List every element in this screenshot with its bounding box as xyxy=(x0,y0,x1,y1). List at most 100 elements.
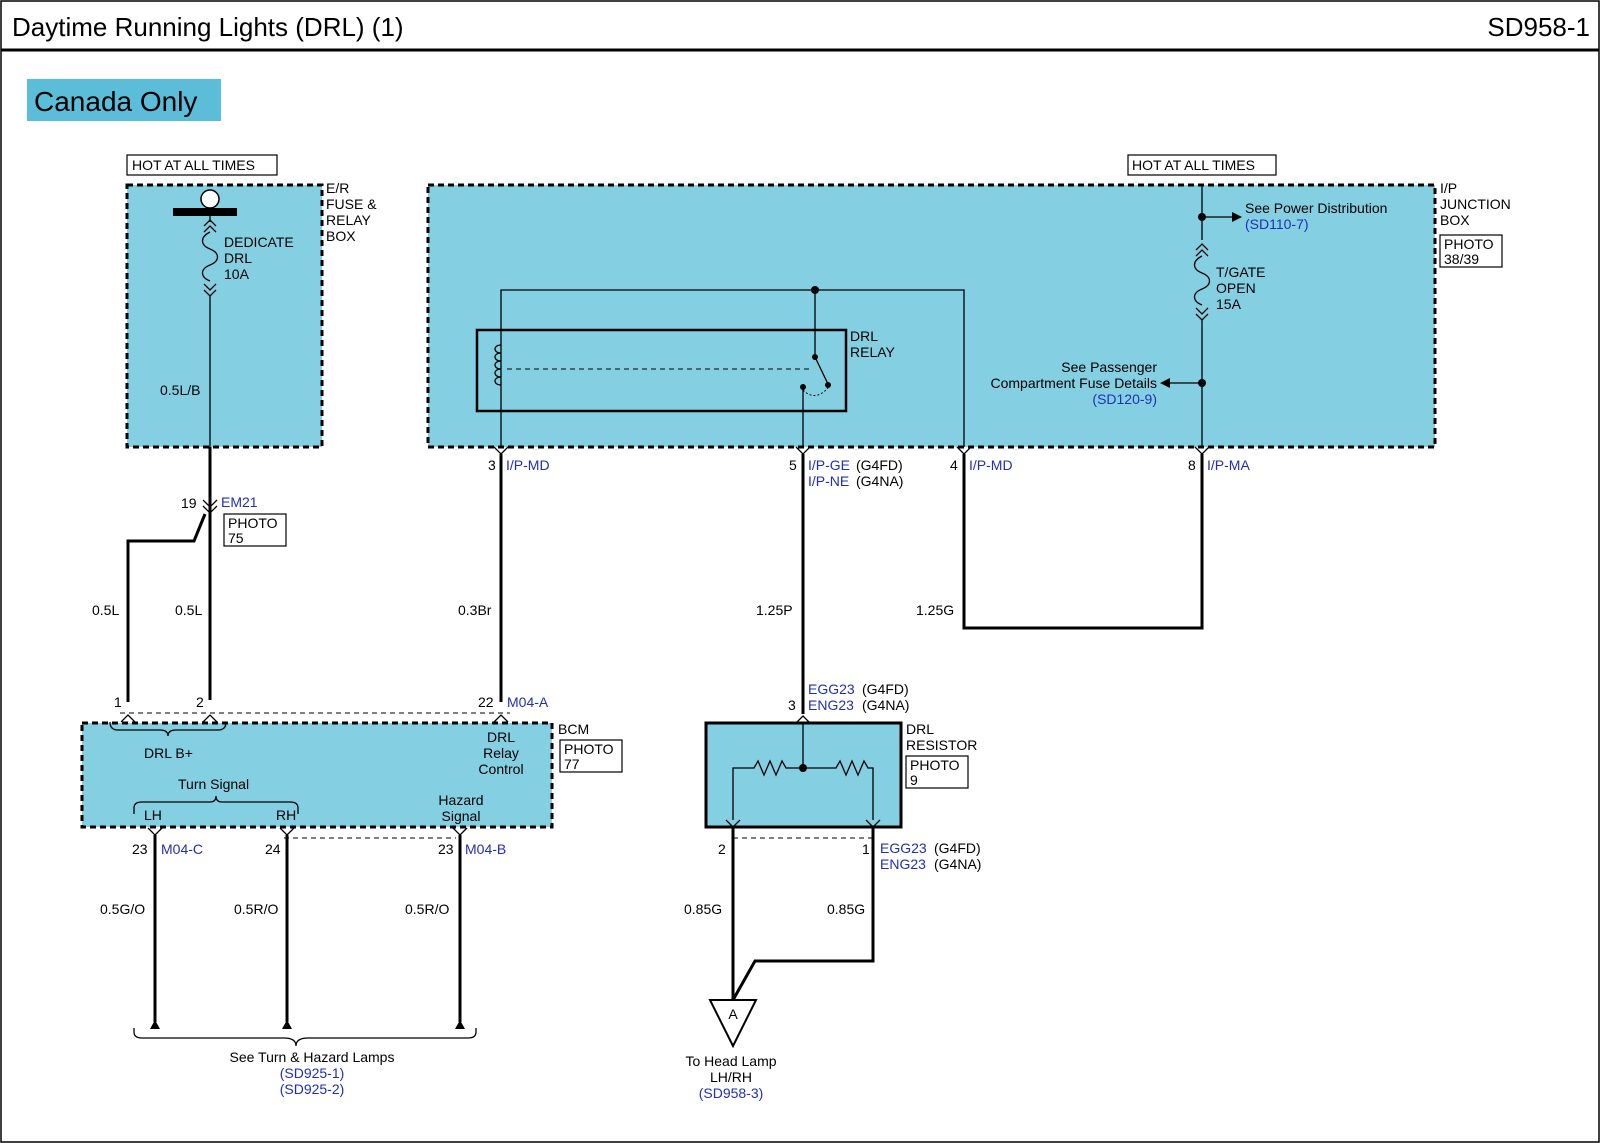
drl-relay-label-2: RELAY xyxy=(850,344,896,360)
dedicate-drl-fuse-label-2: DRL xyxy=(224,250,252,266)
er-fuse-relay-box xyxy=(125,183,324,449)
ip-pin-5: 5 xyxy=(789,457,797,473)
resistor-name-1: DRL xyxy=(906,721,934,737)
bcm-photo-box xyxy=(559,739,623,773)
er-box-name-4: BOX xyxy=(326,228,356,244)
ip-junction-box xyxy=(426,183,1437,449)
bcm-pin-22: 22 xyxy=(478,694,494,710)
ip-conn-3-name: I/P-MD xyxy=(506,457,550,473)
tgate-fuse-label-3: 15A xyxy=(1216,296,1242,312)
ip-conn-8-name: I/P-MA xyxy=(1207,457,1250,473)
power-terminal-icon xyxy=(200,189,220,209)
wire-1-25g-loop xyxy=(962,454,1204,630)
bcm-bottom-conn-3: M04-B xyxy=(465,841,506,857)
em21-connector-icon xyxy=(202,499,218,508)
hot-label-left-box xyxy=(126,154,278,176)
ip-pin-8: 8 xyxy=(1188,457,1196,473)
wire-label-1: 0.5L xyxy=(92,602,119,618)
drl-relay-box xyxy=(475,328,848,413)
em21-pin: 19 xyxy=(181,495,197,511)
drl-relay-label-1: DRL xyxy=(850,328,878,344)
er-box-name-1: E/R xyxy=(326,180,349,196)
ip-photo-1: PHOTO xyxy=(1444,236,1494,252)
resistor-top-conn-3: ENG23 xyxy=(808,697,854,713)
resistor-top-conn-1: EGG23 xyxy=(808,681,855,697)
er-box-name-2: FUSE & xyxy=(326,196,377,212)
power-dist-ref: (SD110-7) xyxy=(1245,216,1309,232)
bcm-bottom-conn-1: M04-C xyxy=(161,841,203,857)
ip-conn-4-name: I/P-MD xyxy=(969,457,1013,473)
resistor-photo-2: 9 xyxy=(910,772,918,788)
resistor-photo-1: PHOTO xyxy=(910,757,960,773)
region-badge-text: Canada Only xyxy=(34,86,197,117)
turn-signal-bracket xyxy=(133,795,299,814)
resistor-bottom-conn-3: ENG23 xyxy=(880,856,926,872)
resistor-bottom-conn-1: EGG23 xyxy=(880,840,927,856)
em21-photo-1: PHOTO xyxy=(228,515,278,531)
bcm-top-connector: M04-A xyxy=(507,694,549,710)
wire-label-5: 1.25G xyxy=(916,602,954,618)
ip-conn-5-extra2: (G4NA) xyxy=(856,473,903,489)
relay-switch-icon xyxy=(800,354,831,396)
hot-label-left: HOT AT ALL TIMES xyxy=(132,157,255,173)
turn-hazard-ref-2: (SD925-2) xyxy=(280,1081,345,1097)
resistor-top-connector-icon xyxy=(795,715,811,724)
tgate-fuse-label-2: OPEN xyxy=(1216,280,1256,296)
wire-label-9: 0.85G xyxy=(684,901,722,917)
em21-photo-box xyxy=(223,513,287,547)
tgate-fuse-label-1: T/GATE xyxy=(1216,264,1266,280)
page-title: Daytime Running Lights (DRL) (1) xyxy=(12,12,404,42)
drl-b-label: DRL B+ xyxy=(144,745,193,761)
bcm-pin-1: 1 xyxy=(114,694,122,710)
resistor-photo-box xyxy=(905,755,969,789)
arrow-right-icon xyxy=(1232,212,1242,222)
bcm-bottom-pin-2: 24 xyxy=(265,841,281,857)
wire-label-2: 0.5L xyxy=(175,602,202,618)
passenger-ref: (SD120-9) xyxy=(1092,391,1157,407)
resistor-bottom-conn-4: (G4NA) xyxy=(934,856,981,872)
ip-conn-5-name: I/P-GE xyxy=(808,457,850,473)
power-dist-label: See Power Distribution xyxy=(1245,200,1387,216)
ip-pin-4: 4 xyxy=(950,457,958,473)
er-box-name-3: RELAY xyxy=(326,212,372,228)
turn-signal-label: Turn Signal xyxy=(178,776,249,792)
page-code: SD958-1 xyxy=(1487,12,1590,42)
dedicate-drl-fuse-label-3: 10A xyxy=(224,266,250,282)
relay-control-3: Control xyxy=(478,761,523,777)
resistor-name-2: RESISTOR xyxy=(906,737,977,753)
ip-conn-5-name2: I/P-NE xyxy=(808,473,849,489)
resistor-bottom-conn-2: (G4FD) xyxy=(934,840,981,856)
ip-pin-3: 3 xyxy=(488,457,496,473)
resistor-top-pin: 3 xyxy=(788,697,796,713)
resistor-pin-right: 1 xyxy=(862,841,870,857)
relay-control-2: Relay xyxy=(483,745,519,761)
bcm-photo-2: 77 xyxy=(564,756,580,772)
bcm-module xyxy=(80,721,554,829)
ip-photo-box xyxy=(1439,234,1503,268)
head-lamp-ref: (SD958-3) xyxy=(699,1085,764,1101)
power-bus-bar xyxy=(173,208,237,216)
hot-label-right: HOT AT ALL TIMES xyxy=(1132,157,1255,173)
wire-label-3: 0.3Br xyxy=(458,602,492,618)
wire-label-6: 0.5G/O xyxy=(100,901,145,917)
rh-label: RH xyxy=(276,807,296,823)
wire-label-4: 1.25P xyxy=(756,602,793,618)
dedicate-drl-fuse-label-1: DEDICATE xyxy=(224,234,294,250)
em21-name: EM21 xyxy=(221,494,258,510)
bcm-photo-1: PHOTO xyxy=(564,741,614,757)
wire-label-7: 0.5R/O xyxy=(234,901,278,917)
hot-label-right-box xyxy=(1127,154,1277,176)
lh-label: LH xyxy=(144,807,162,823)
ip-box-name-2: JUNCTION xyxy=(1440,196,1511,212)
hazard-label-2: Signal xyxy=(442,808,481,824)
wire-label-0-5l-b: 0.5L/B xyxy=(160,382,200,398)
ip-photo-2: 38/39 xyxy=(1444,251,1479,267)
passenger-label-2: Compartment Fuse Details xyxy=(990,375,1157,391)
drl-b-bracket xyxy=(109,721,227,737)
wire-0-85g-b xyxy=(731,827,875,1001)
bcm-bottom-pin-1: 23 xyxy=(132,841,148,857)
bcm-bottom-connector-icons xyxy=(147,827,468,836)
